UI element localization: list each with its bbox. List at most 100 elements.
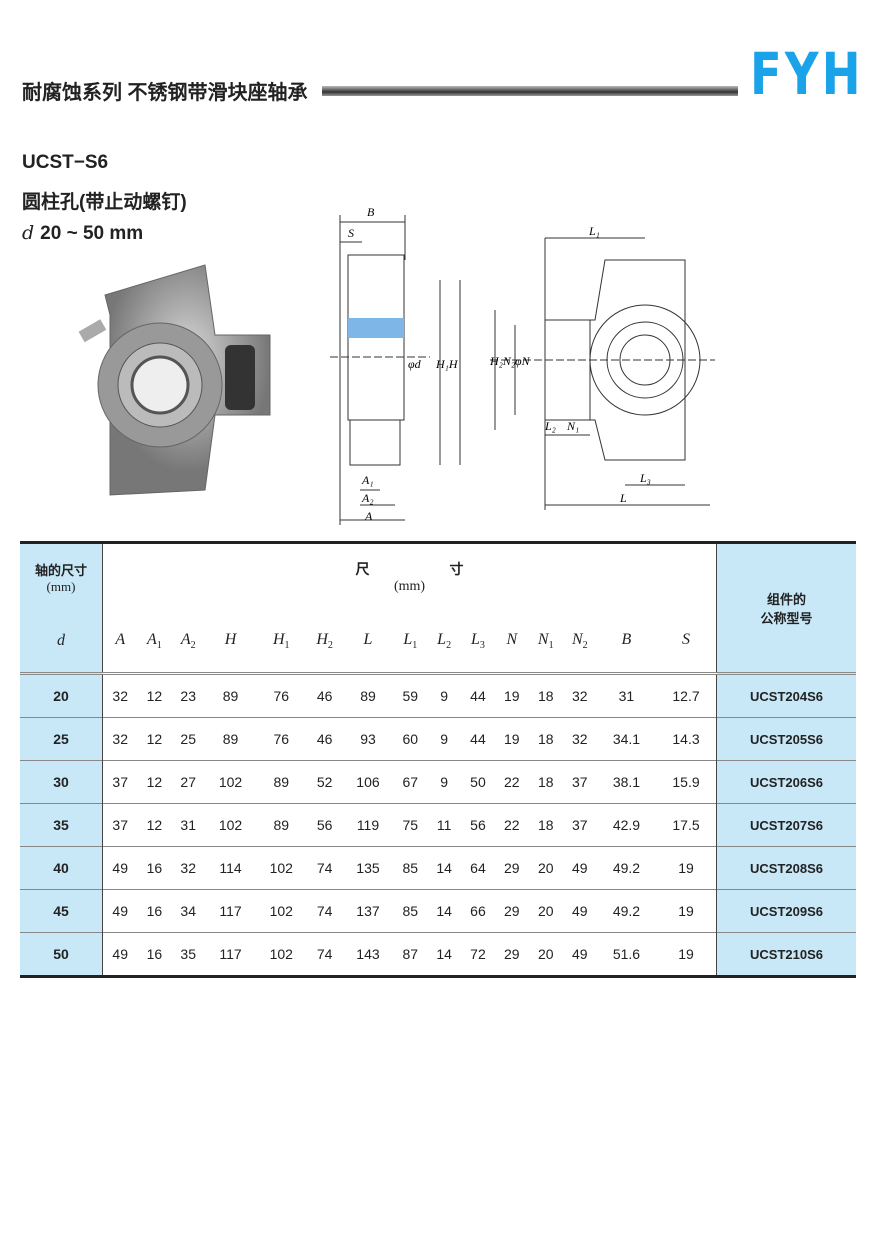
label-S: S — [348, 226, 354, 240]
part-number-header: 组件的公称型号 — [716, 542, 856, 674]
part-number: UCST209S6 — [716, 889, 856, 933]
dimension-value: 49 — [562, 846, 597, 890]
column-header-B: B — [621, 630, 632, 648]
shaft-diameter: 35 — [20, 803, 103, 847]
dimension-value: 117 — [205, 932, 256, 977]
label-N1: N₁ — [566, 419, 579, 433]
dimension-value: 56 — [461, 803, 495, 847]
dimension-value: 102 — [255, 889, 307, 933]
label-A: A — [364, 509, 373, 523]
front-view-drawing: L₁ H₂N₂φN L₂ N₁ L₃ L — [489, 224, 715, 510]
dimension-value: 35 — [171, 932, 206, 977]
bore-type: 圆柱孔(带止动螺钉) — [22, 192, 187, 213]
dimension-value: 12 — [137, 672, 172, 718]
dimension-value: 9 — [427, 672, 462, 718]
dimension-value: 66 — [461, 889, 495, 933]
dimension-value: 143 — [342, 932, 394, 977]
dimension-value: 49 — [102, 846, 138, 890]
label-H2N2N: H₂N₂φN — [489, 354, 531, 368]
title-rule — [322, 86, 738, 96]
label-L: L — [619, 491, 627, 505]
dimension-value: 102 — [205, 760, 256, 804]
dimension-value: 14 — [427, 932, 462, 977]
shaft-diameter: 25 — [20, 717, 103, 761]
shaft-diameter: 50 — [20, 932, 103, 977]
shaft-diameter: 45 — [20, 889, 103, 933]
dimension-value: 76 — [255, 672, 307, 718]
column-header-N: N — [506, 630, 518, 648]
dimension-value: 38.1 — [596, 760, 657, 804]
part-number: UCST206S6 — [716, 760, 856, 804]
dimension-value: 102 — [255, 932, 307, 977]
dimension-value: 87 — [393, 932, 428, 977]
dimension-value: 117 — [205, 889, 256, 933]
dimension-value: 89 — [342, 672, 394, 718]
dimension-value: 14 — [427, 846, 462, 890]
column-header-L: L — [363, 630, 373, 648]
dimension-value: 12.7 — [656, 672, 717, 718]
dimension-value: 14 — [427, 889, 462, 933]
dimension-value: 14.3 — [656, 717, 717, 761]
dimension-value: 18 — [528, 760, 563, 804]
dimension-value: 44 — [461, 672, 495, 718]
d-column-header: d — [20, 610, 103, 674]
dimension-value: 89 — [205, 672, 256, 718]
range-value: 20 ~ 50 mm — [40, 223, 144, 244]
dimension-value: 72 — [461, 932, 495, 977]
dimension-value: 64 — [461, 846, 495, 890]
column-header-S: S — [682, 630, 691, 648]
dimension-value: 18 — [528, 803, 563, 847]
dimension-value: 49.2 — [596, 846, 657, 890]
dimension-value: 49 — [102, 889, 138, 933]
column-header-H: H — [224, 630, 237, 648]
dimension-value: 20 — [528, 889, 563, 933]
column-header-H2: H2 — [316, 630, 333, 652]
dimension-value: 89 — [255, 803, 307, 847]
dimension-value: 31 — [596, 672, 657, 718]
dimension-value: 42.9 — [596, 803, 657, 847]
dimension-value: 25 — [171, 717, 206, 761]
part-number: UCST208S6 — [716, 846, 856, 890]
dimension-value: 137 — [342, 889, 394, 933]
model-name: UCST−S6 — [22, 152, 109, 173]
column-header-A: A — [115, 630, 126, 648]
dimension-value: 76 — [255, 717, 307, 761]
column-header-L3: L3 — [471, 630, 485, 652]
dimension-value: 16 — [137, 889, 172, 933]
dimension-value: 20 — [528, 932, 563, 977]
shaft-size-header: 轴的尺寸(mm) — [20, 542, 103, 610]
dimension-value: 49 — [562, 889, 597, 933]
dimension-value: 32 — [102, 672, 138, 718]
shaft-diameter: 30 — [20, 760, 103, 804]
dimension-value: 22 — [494, 803, 529, 847]
dimension-value: 19 — [656, 889, 717, 933]
dimension-value: 12 — [137, 803, 172, 847]
dimension-value: 46 — [306, 672, 343, 718]
dimension-value: 135 — [342, 846, 394, 890]
d-symbol: d — [22, 222, 35, 244]
label-A1: A₁ — [361, 473, 374, 487]
column-header-A2: A2 — [180, 630, 196, 652]
dimension-value: 22 — [494, 760, 529, 804]
label-L1: L₁ — [588, 224, 600, 238]
dimension-value: 9 — [427, 717, 462, 761]
dimension-value: 75 — [393, 803, 428, 847]
dimension-value: 93 — [342, 717, 394, 761]
label-L2: L₂ — [544, 419, 556, 433]
part-number: UCST207S6 — [716, 803, 856, 847]
dimension-value: 60 — [393, 717, 428, 761]
dimension-value: 9 — [427, 760, 462, 804]
dimension-value: 20 — [528, 846, 563, 890]
dimension-value: 32 — [562, 672, 597, 718]
dimension-value: 37 — [102, 803, 138, 847]
label-d: φd — [408, 357, 422, 371]
dimension-value: 18 — [528, 717, 563, 761]
dimension-value: 18 — [528, 672, 563, 718]
